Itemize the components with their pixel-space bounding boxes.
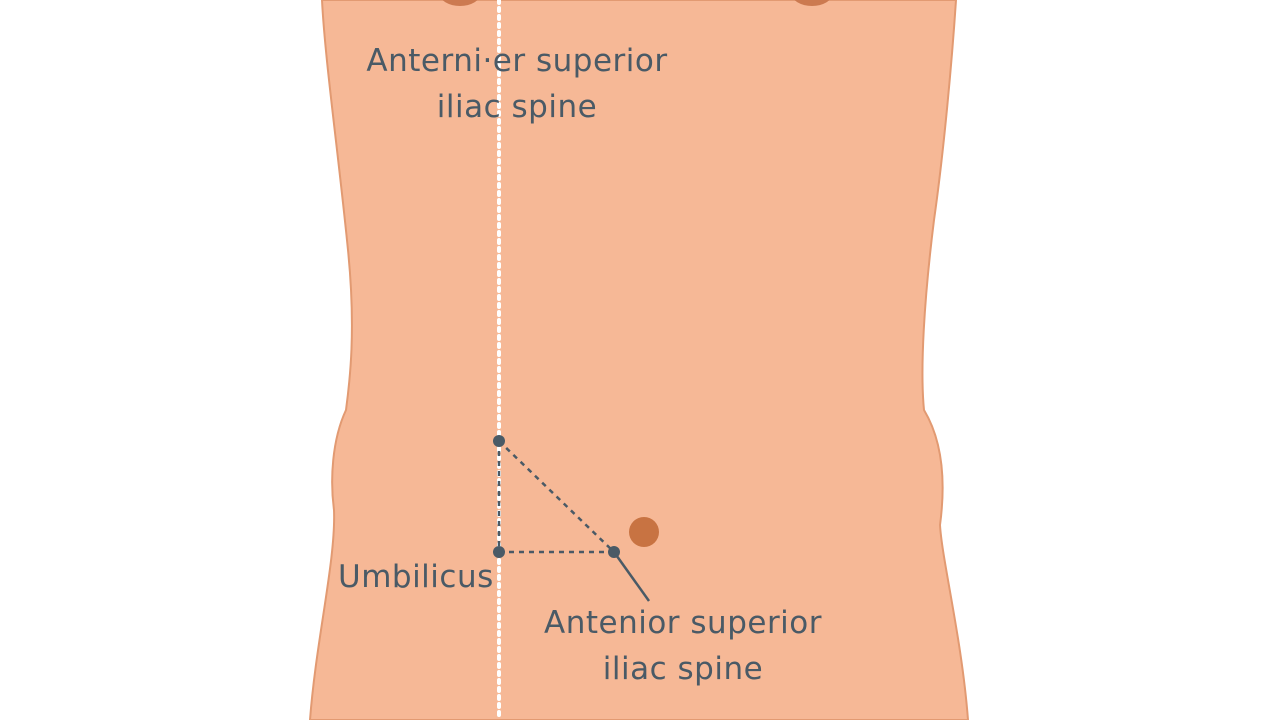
- label-bottom-asis-line2: iliac spine: [602, 651, 764, 687]
- label-umbilicus: Umbilicus: [338, 554, 494, 600]
- marker-point-top: [493, 435, 505, 447]
- label-top-asis-line2: iliac spine: [436, 89, 598, 125]
- right-nipple: [794, 0, 830, 6]
- label-bottom-asis-line1: Antenior superior: [543, 605, 823, 641]
- label-bottom-asis: Antenior superior iliac spine: [528, 600, 838, 692]
- leader-line: [612, 551, 651, 602]
- diagonal-dashed-line: [498, 440, 615, 553]
- marker-point-asis: [608, 546, 620, 558]
- label-top-asis: Anterni·er superior iliac spine: [360, 38, 674, 130]
- navel: [629, 517, 659, 547]
- label-top-asis-line1: Anterni·er superior: [366, 43, 668, 79]
- marker-point-umbilicus: [493, 546, 505, 558]
- left-nipple: [442, 0, 478, 6]
- label-umbilicus-text: Umbilicus: [338, 559, 494, 595]
- torso-outline: [308, 0, 970, 720]
